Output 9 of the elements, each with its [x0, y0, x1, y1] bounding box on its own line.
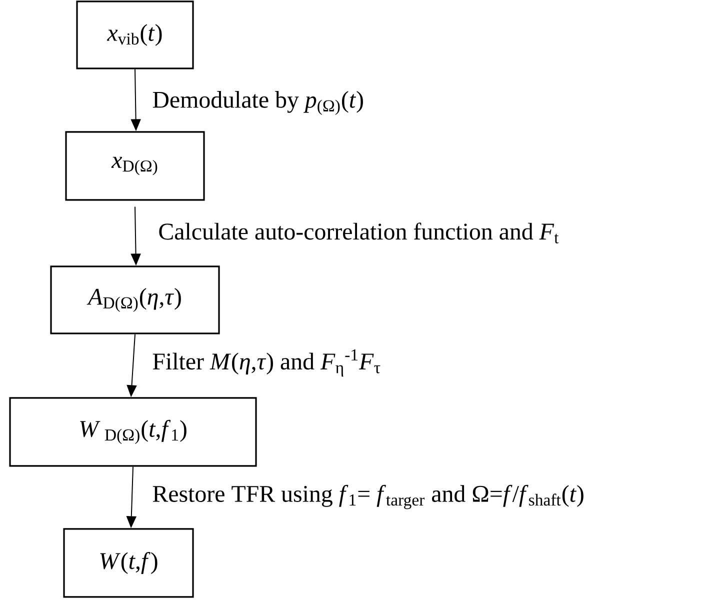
process-box: W $_{D(Ω)}$(t,f$_{1}$): [9, 397, 257, 467]
edge-label: Calculate auto-correlation function and F$_{t}$: [157, 222, 560, 244]
process-box: x$_{D(Ω)}$: [65, 131, 205, 201]
edge-label: Restore TFR using f$_{1}$= f$_{targer}$ and Ω=f/f$_{shaft}$(t): [151, 484, 586, 510]
process-box: x$_{vib}$(t): [76, 0, 194, 70]
process-box: A$_{D(Ω)}$(η,τ): [50, 266, 220, 334]
process-box: W(t,f): [63, 528, 194, 598]
edge-label: Demodulate by p$_{(Ω)}$(t): [151, 90, 366, 116]
edge-label: Filter M(η,τ) and F$_{η}$$^{-1}$F$_{τ}$: [151, 348, 382, 378]
